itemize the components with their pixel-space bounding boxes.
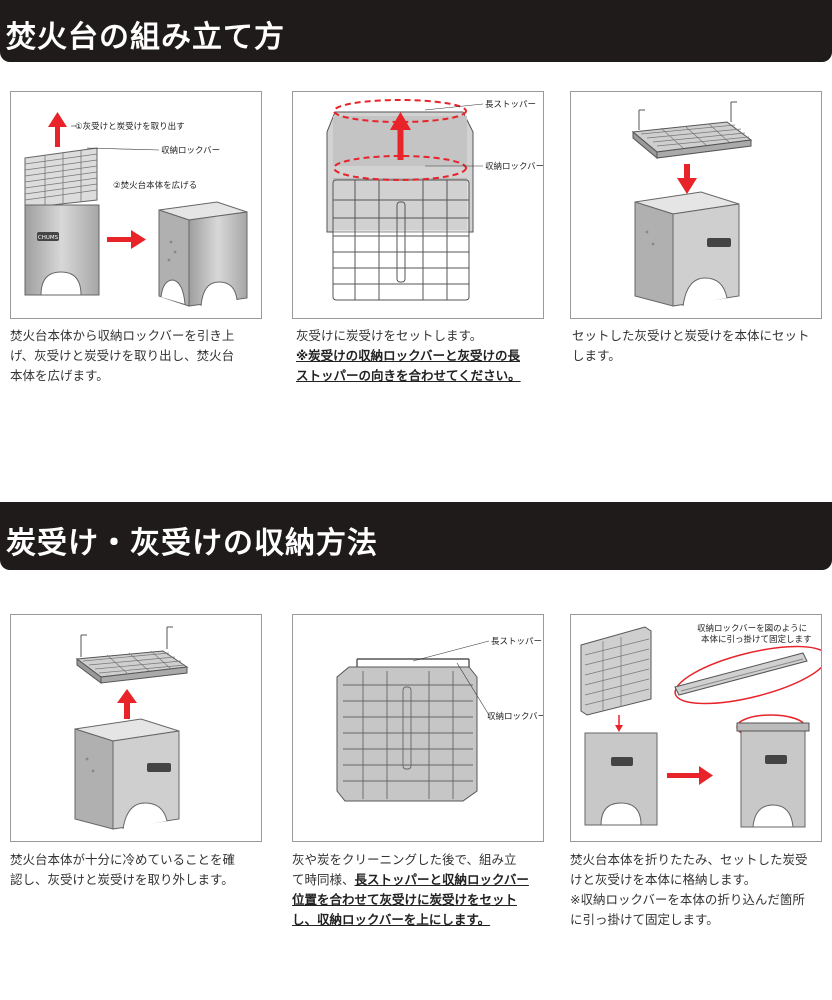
- label-lock-bar: 収納ロックバー: [161, 145, 220, 156]
- storage-step-2-caption: 灰や炭をクリーニングした後で、組み立 て時同様、長ストッパーと収納ロックバー 位…: [292, 850, 550, 930]
- caption-line: て時同様、: [292, 872, 355, 887]
- note-lock-bar-line-2: 本体に引っ掛けて固定します: [701, 634, 812, 645]
- red-down-arrow-icon: [677, 164, 697, 194]
- red-up-arrow-icon: [48, 112, 67, 147]
- note-lock-bar-line-1: 収納ロックバーを図のように: [697, 623, 807, 634]
- red-right-arrow-icon: [667, 766, 713, 785]
- storage-step-3-caption: 焚火台本体を折りたたみ、セットした炭受 けと灰受けを本体に格納します。 ※収納ロ…: [570, 850, 828, 930]
- grate-with-tray: [631, 101, 753, 160]
- folded-fire-pit-body: CHUMS: [24, 204, 100, 296]
- storage-step-3-figure: 収納ロックバーを図のように 本体に引っ掛けて固定します: [570, 614, 822, 842]
- section-title: 炭受け・灰受けの収納方法: [6, 526, 378, 561]
- label-lock-bar: 収納ロックバー: [485, 161, 543, 172]
- caption-line: けと灰受けを本体に格納します。: [570, 872, 757, 887]
- assembly-step-2-figure: 長ストッパー 収納ロックバー: [292, 91, 544, 319]
- section-header-storage: 炭受け・灰受けの収納方法: [0, 502, 832, 570]
- assembly-step-3-figure: [570, 91, 822, 319]
- lock-bar-highlight: [333, 155, 467, 181]
- caption-line: 焚火台本体を折りたたみ、セットした炭受: [570, 852, 808, 867]
- charcoal-grate: [332, 179, 470, 301]
- caption-emphasis-line: 位置を合わせて灰受けに炭受けをセット: [292, 892, 518, 907]
- red-up-arrow-icon: [390, 112, 411, 160]
- grate-with-tray: [580, 626, 652, 716]
- label-expand-body: ②焚火台本体を広げる: [113, 180, 197, 191]
- grate-with-tray: [75, 626, 189, 684]
- folded-fire-pit-body: [584, 732, 658, 826]
- ash-tray-grate: [24, 147, 98, 209]
- label-long-stopper: 長ストッパー: [485, 100, 536, 110]
- assembly-step-1-figure: CHUMS ①灰受けと炭受けを取り出す 収納ロックバー ②焚火台本体を広げる: [10, 91, 262, 319]
- caption-line: 焚火台本体から収納ロックバーを引き上: [10, 328, 235, 343]
- long-stopper-highlight: [333, 99, 467, 123]
- storage-step-1-caption: 焚火台本体が十分に冷めていることを確 認し、灰受けと炭受けを取り外します。: [10, 850, 268, 890]
- caption-line: に引っ掛けて固定します。: [570, 912, 719, 927]
- caption-line: 焚火台本体が十分に冷めていることを確: [10, 852, 236, 867]
- expanded-fire-pit-body: [634, 191, 740, 307]
- expanded-fire-pit-body: [74, 718, 180, 830]
- caption-line: 灰や炭をクリーニングした後で、組み立: [292, 852, 517, 867]
- label-take-out-trays: ①灰受けと炭受けを取り出す: [75, 121, 185, 132]
- caption-emphasis-line: し、収納ロックバーを上にします。: [292, 912, 491, 927]
- caption-emphasis-line: 長ストッパーと収納ロックバー: [354, 872, 529, 887]
- label-long-stopper: 長ストッパー: [491, 637, 542, 647]
- expanded-fire-pit-body: [158, 201, 248, 307]
- caption-line: ※収納ロックバーを本体の折り込んだ箇所: [570, 892, 805, 907]
- assembly-step-3-caption: セットした灰受けと炭受けを本体にセット します。: [572, 326, 830, 366]
- caption-line: セットした灰受けと炭受けを本体にセット: [572, 328, 810, 343]
- stored-fire-pit: [736, 722, 810, 828]
- assembly-step-1-caption: 焚火台本体から収納ロックバーを引き上 げ、灰受けと炭受けを取り出し、焚火台 本体…: [10, 326, 268, 386]
- caption-line: 灰受けに炭受けをセットします。: [296, 328, 483, 343]
- caption-line: します。: [572, 348, 621, 363]
- caption-line: げ、灰受けと炭受けを取り出し、焚火台: [10, 348, 235, 363]
- storage-step-2-figure: 長ストッパー 収納ロックバー: [292, 614, 544, 842]
- caption-line: 認し、灰受けと炭受けを取り外します。: [10, 872, 234, 887]
- label-lock-bar: 収納ロックバー: [487, 711, 543, 722]
- red-down-arrow-icon: [615, 715, 623, 732]
- section-header-assembly: 焚火台の組み立て方: [0, 0, 832, 62]
- caption-line: 本体を広げます。: [10, 368, 109, 383]
- chums-logo: CHUMS: [38, 235, 59, 241]
- red-right-arrow-icon: [107, 230, 146, 249]
- storage-step-1-figure: [10, 614, 262, 842]
- red-up-arrow-icon: [117, 689, 137, 719]
- lock-bar-detail: [674, 652, 808, 696]
- assembly-step-2-caption: 灰受けに炭受けをセットします。 ※炭受けの収納ロックバーと灰受けの長 ストッパー…: [296, 326, 554, 386]
- caption-emphasis-line: ストッパーの向きを合わせてください。: [296, 368, 521, 383]
- section-title: 焚火台の組み立て方: [6, 20, 285, 55]
- caption-emphasis-line: ※炭受けの収納ロックバーと灰受けの長: [296, 348, 521, 363]
- lock-bar-detail-highlight: [674, 645, 821, 705]
- charcoal-grate-on-tray: [336, 658, 478, 802]
